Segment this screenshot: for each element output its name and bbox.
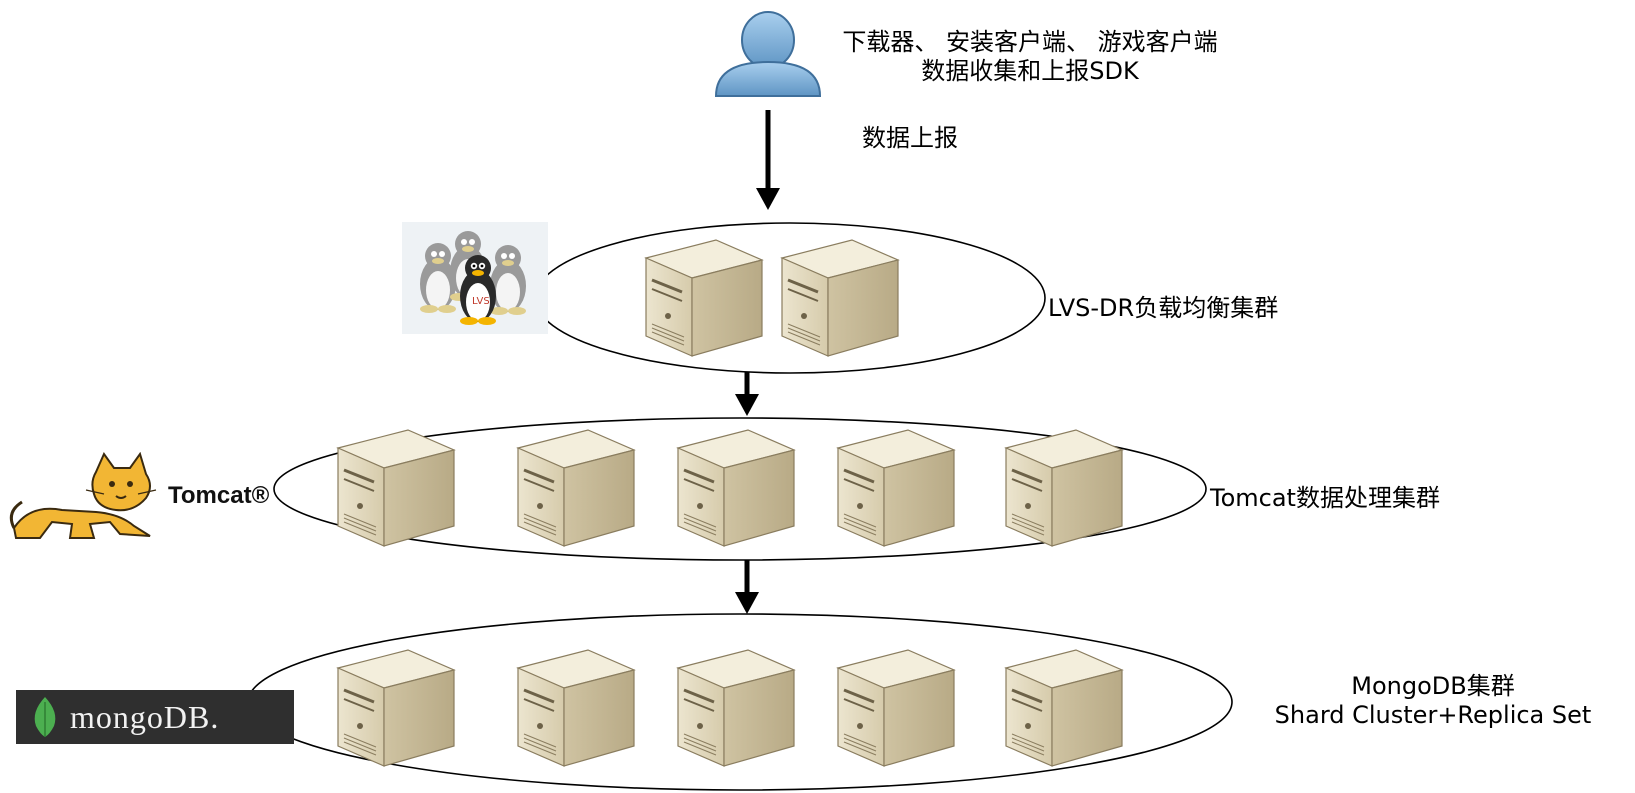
lvs-servers bbox=[644, 238, 900, 358]
tomcat-logo-text: Tomcat® bbox=[168, 482, 270, 509]
server-icon bbox=[644, 238, 764, 358]
user-icon bbox=[714, 11, 822, 97]
server-icon bbox=[336, 648, 456, 768]
arrow-tomcat-to-mongo bbox=[735, 560, 759, 614]
server-icon bbox=[516, 648, 636, 768]
client-label-line2: 数据收集和上报SDK bbox=[921, 57, 1139, 85]
server-icon bbox=[836, 648, 956, 768]
server-icon bbox=[836, 428, 956, 548]
server-icon bbox=[1004, 648, 1124, 768]
arrow-client-to-lvs bbox=[756, 110, 780, 210]
mongodb-cluster-label-line2: Shard Cluster+Replica Set bbox=[1274, 701, 1592, 729]
server-icon bbox=[1004, 428, 1124, 548]
tomcat-cluster-label: Tomcat数据处理集群 bbox=[1210, 484, 1440, 512]
server-icon bbox=[676, 428, 796, 548]
mongodb-cluster-label: MongoDB集群 Shard Cluster+Replica Set bbox=[1238, 672, 1628, 730]
server-icon bbox=[516, 428, 636, 548]
client-label: 下载器、 安装客户端、 游戏客户端 数据收集和上报SDK bbox=[790, 28, 1270, 86]
arrow-lvs-to-tomcat bbox=[735, 372, 759, 416]
mongodb-logo-text: mongoDB. bbox=[70, 699, 220, 735]
tomcat-cluster-ellipse bbox=[273, 417, 1207, 561]
tomcat-logo: Tomcat® bbox=[0, 451, 320, 542]
server-icon bbox=[676, 648, 796, 768]
lvs-cluster-label: LVS-DR负载均衡集群 bbox=[1048, 294, 1279, 322]
mongodb-logo: mongoDB. bbox=[16, 690, 294, 744]
linux-penguins-logo: LVS bbox=[402, 222, 548, 334]
client-label-line1: 下载器、 安装客户端、 游戏客户端 bbox=[842, 28, 1218, 56]
lvs-logo-text: LVS bbox=[472, 296, 490, 307]
mongodb-cluster-label-line1: MongoDB集群 bbox=[1351, 672, 1515, 700]
server-icon bbox=[336, 428, 456, 548]
mongodb-leaf-icon bbox=[34, 697, 56, 737]
tomcat-cat-icon bbox=[9, 451, 157, 539]
tomcat-servers bbox=[336, 428, 1124, 548]
mongo-servers bbox=[336, 648, 1124, 768]
server-icon bbox=[780, 238, 900, 358]
report-arrow-label: 数据上报 bbox=[862, 124, 958, 152]
